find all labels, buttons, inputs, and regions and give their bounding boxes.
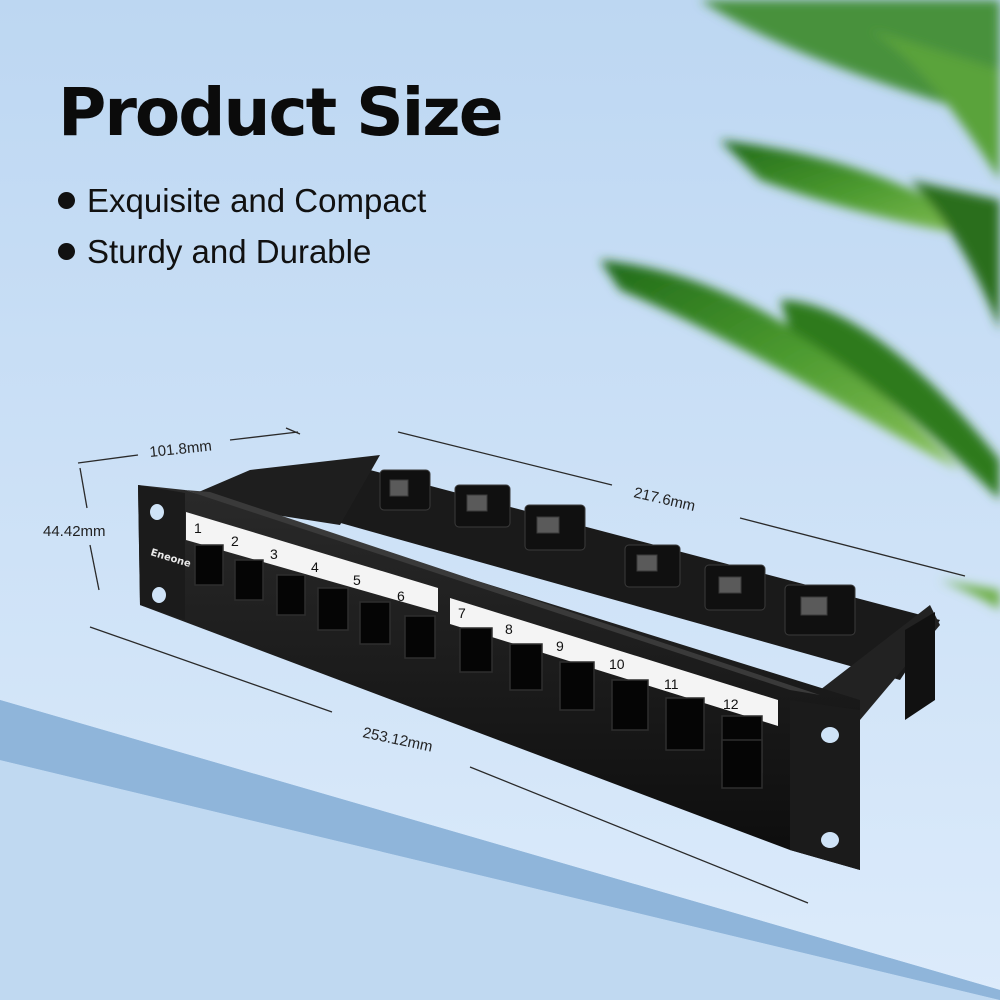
port-label-9: 9	[556, 638, 564, 654]
feature-text: Sturdy and Durable	[87, 232, 372, 270]
patch-panel-ports	[194, 544, 763, 789]
feature-item: Sturdy and Durable	[58, 226, 426, 277]
bullet-icon	[58, 192, 75, 209]
port-label-10: 10	[609, 656, 625, 672]
bullet-icon	[58, 243, 75, 260]
port-label-5: 5	[353, 572, 361, 588]
dimension-depth-label: 101.8mm	[149, 438, 213, 461]
table-bevel	[0, 700, 1000, 1000]
port-label-8: 8	[505, 621, 513, 637]
feature-item: Exquisite and Compact	[58, 175, 426, 226]
port-label-1: 1	[194, 520, 202, 536]
port-label-3: 3	[270, 546, 278, 562]
port-label-12: 12	[723, 696, 739, 712]
feature-text: Exquisite and Compact	[87, 181, 427, 219]
port-label-4: 4	[311, 559, 319, 575]
dimension-lines	[77, 427, 966, 904]
port-label-2: 2	[231, 533, 239, 549]
rear-keystone-clips	[379, 469, 856, 636]
plant-leaves	[600, 0, 1000, 610]
feature-list: Exquisite and Compact Sturdy and Durable	[58, 175, 426, 277]
port-label-7: 7	[458, 605, 466, 621]
port-label-6: 6	[397, 588, 405, 604]
dimension-height-label: 44.42mm	[43, 523, 106, 540]
patch-panel-front	[138, 485, 860, 870]
port-number-labels: 1 2 3 4 5 6 7 8 9 10 11 12	[194, 520, 739, 712]
port-label-11: 11	[664, 676, 679, 692]
page-title: Product Size	[58, 74, 503, 151]
